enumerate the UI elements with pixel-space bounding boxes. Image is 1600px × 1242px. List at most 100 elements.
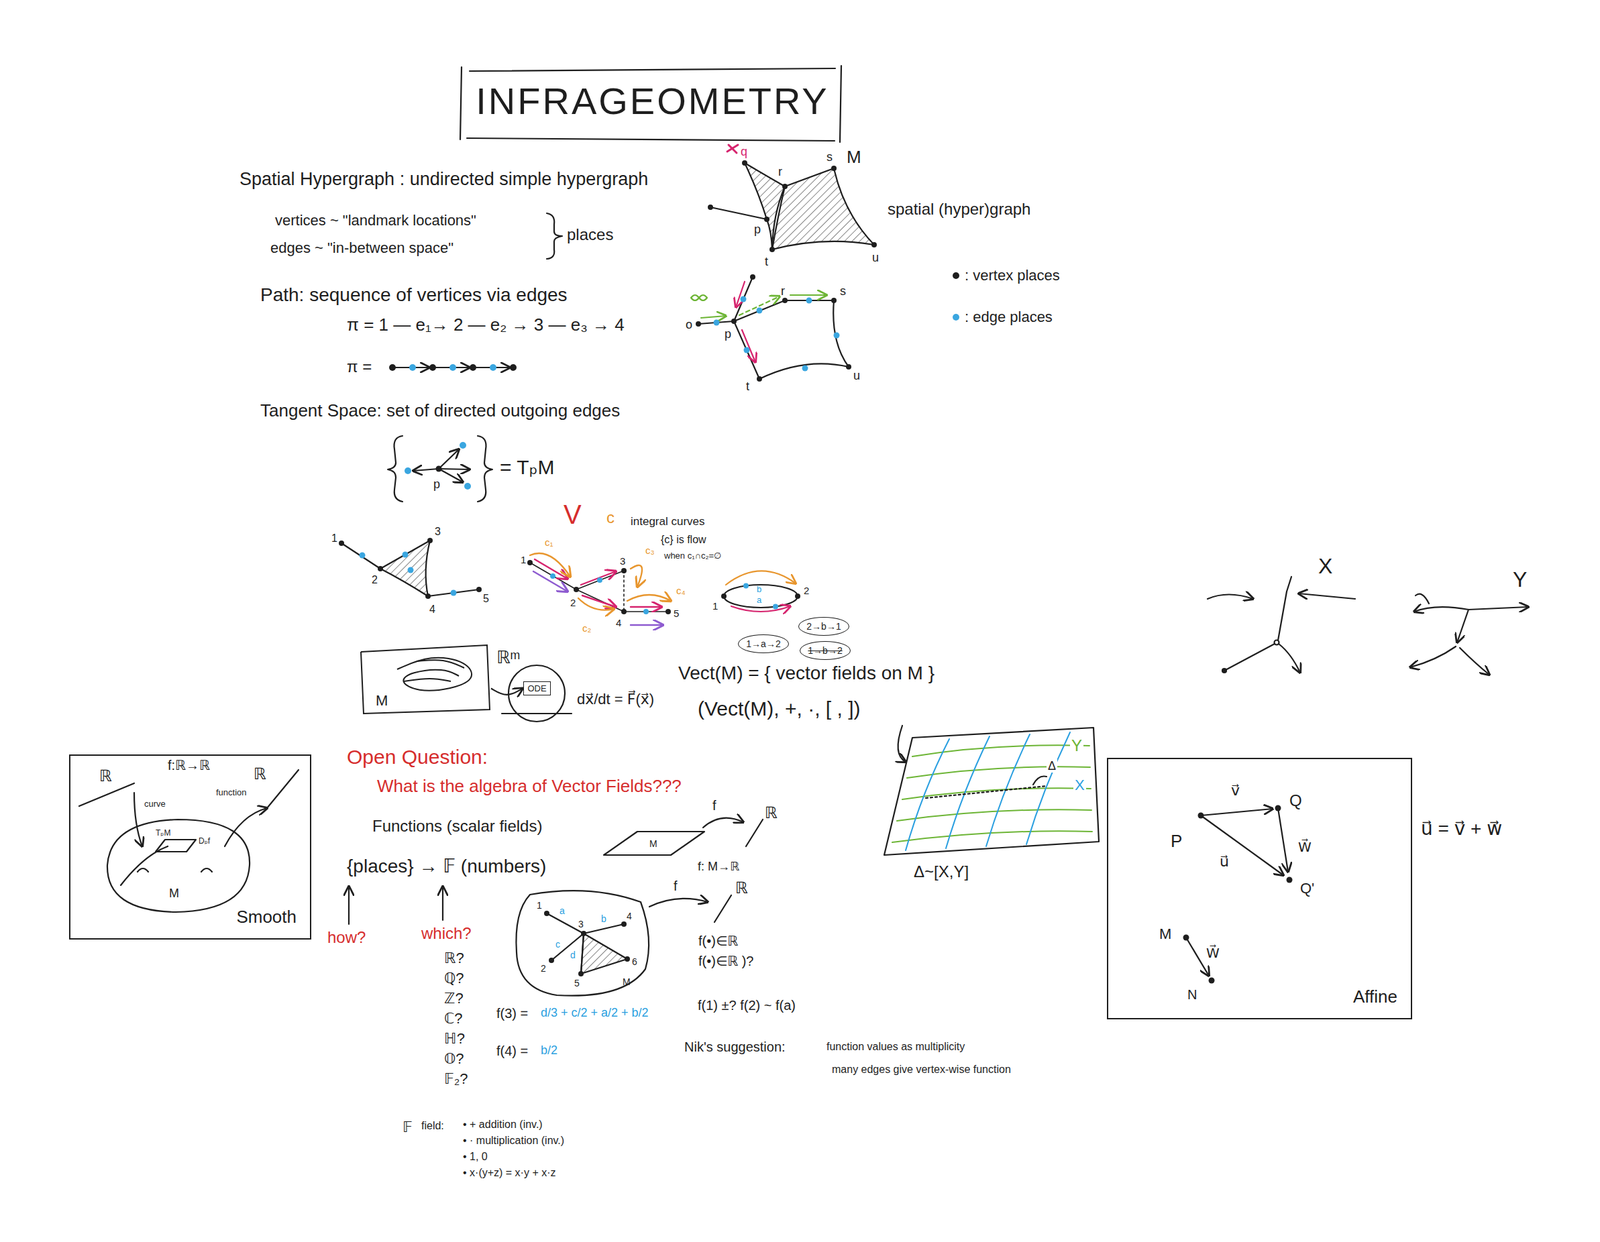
sketch-label: ℚ?: [444, 970, 465, 987]
sketch-label: Δ~[X,Y]: [913, 862, 969, 881]
state-circle: 2→b→1: [798, 617, 850, 636]
sketch-label-holder: vertices ~ "landmark locations": [275, 211, 477, 229]
path-chain: [389, 364, 517, 371]
sketch-label: f(1) ±? f(2) ~ f(a): [697, 998, 796, 1013]
sketch-label-holder: Q: [1289, 791, 1303, 811]
sketch-label: p: [433, 477, 441, 492]
sketch-label-holder: u⃗ = v⃗ + w⃗: [1420, 818, 1503, 840]
sketch-label: 2: [371, 574, 378, 586]
loop-graph: [731, 606, 791, 612]
legend-row: : vertex places: [952, 267, 1060, 285]
affine-sketch: [1198, 813, 1205, 820]
spatial-hypergraph: [769, 246, 775, 253]
star-x: [1207, 576, 1356, 673]
manifold-box: M: [356, 642, 492, 716]
sketch-label: 4: [626, 911, 632, 922]
small-hypergraph: [402, 552, 409, 559]
sketch-label-holder: • 1, 0: [462, 1151, 488, 1164]
sketch-label-holder: π = 1 — e₁→ 2 — e₂ → 3 — e₃ → 4: [346, 315, 625, 336]
flow-graph: [527, 560, 533, 566]
sketch-label: vertices ~ "landmark locations": [275, 211, 477, 229]
sketch-label: u: [853, 368, 861, 383]
sketch-label: Q': [1300, 880, 1315, 897]
sketch-label: Nik's suggestion:: [684, 1039, 786, 1055]
tangent-space-sketch: [459, 442, 467, 449]
sketch-label-holder: p: [433, 477, 441, 492]
graph-blob: [621, 921, 627, 928]
sketch-label: s: [826, 150, 833, 164]
sketch-label: c: [606, 508, 615, 527]
sketch-label-holder: places: [566, 225, 614, 245]
place-graph: [806, 297, 813, 304]
place-graph: [739, 296, 780, 316]
sketch-label: v⃗: [1231, 782, 1240, 799]
legend-row: : edge places: [952, 308, 1053, 327]
node-text: 1→b→2: [807, 645, 842, 657]
rm-sphere: [501, 713, 572, 715]
flow-graph: [550, 573, 556, 579]
path-chain: [409, 364, 416, 371]
place-graph: [743, 347, 751, 354]
graph-blob: [515, 890, 649, 997]
small-hypergraph: [377, 566, 384, 572]
place-graph: [713, 320, 720, 327]
sketch-label: f: [712, 798, 717, 814]
sketch-label-holder: function values as multiplicity: [826, 1041, 965, 1054]
sketch-label: q: [740, 144, 748, 159]
manifold-stroke: [397, 658, 472, 691]
sketch-label: f(•)∈ℝ: [698, 933, 738, 949]
sketch-label-holder: W⃗: [1206, 945, 1220, 962]
sketch-label: Y: [1070, 736, 1084, 755]
sketch-label: TₚM: [155, 828, 171, 838]
flow-graph: [643, 609, 649, 615]
sketch-label: Y: [1512, 567, 1527, 592]
node-text: 1→a→2: [745, 638, 781, 650]
sketch-label: 1: [712, 600, 718, 612]
sketch-label: ℍ?: [444, 1030, 465, 1048]
sketch-label-holder: Δ~[X,Y]: [913, 862, 969, 882]
tangent-space-sketch: [413, 468, 439, 471]
sketch-label-holder: ℤ?: [444, 990, 464, 1007]
sketch-label-holder: c₃: [645, 544, 655, 557]
graph-blob: [544, 911, 550, 917]
sketch-label: Dₚf: [198, 836, 210, 846]
sketch-label: 5: [574, 978, 580, 989]
title-text: INFRAGEOMETRY: [475, 79, 829, 123]
sketch-label-holder: ℚ?: [444, 970, 465, 987]
sketch-label-holder: π =: [346, 357, 372, 377]
sketch-label-holder: 2: [371, 574, 378, 587]
flow-graph: [630, 624, 663, 626]
sketch-label-holder: Spatial Hypergraph : undirected simple h…: [239, 169, 649, 190]
sketch-label-holder: u: [853, 368, 861, 384]
affine-sketch: [1183, 935, 1190, 942]
sketch-label-holder: dx⃗/dt = F⃗(x⃗): [576, 690, 655, 708]
sketch-label-holder: W⃗: [1298, 839, 1312, 856]
function-sketch: [348, 886, 350, 925]
sketch-label-holder: c₄: [676, 584, 686, 597]
sketch-label: {places} → 𝔽 (numbers): [346, 856, 547, 877]
sketch-label: 1: [331, 532, 338, 545]
sketch-label-holder: ℝ: [253, 764, 267, 784]
sketch-label: p: [754, 222, 761, 237]
star-y: [1459, 648, 1490, 675]
flow-graph: [578, 598, 614, 611]
loop-graph: [721, 570, 801, 612]
sketch-label: spatial (hyper)graph: [887, 199, 1031, 219]
flow-graph: [529, 562, 669, 612]
state-circle: 1→b→2: [799, 641, 851, 661]
place-graph: [735, 281, 745, 308]
star-x: [1222, 668, 1227, 673]
place-graph: [690, 274, 852, 382]
place-graph: [695, 321, 702, 327]
sketch-label: r: [778, 165, 783, 179]
sketch-label: 4: [429, 603, 436, 616]
sketch-label-holder: a: [559, 905, 565, 917]
smooth-sketch: [134, 792, 143, 847]
flow-graph: [529, 553, 571, 577]
sketch-label-holder: P: [1170, 831, 1183, 852]
sketch-label: ℝ: [99, 766, 113, 785]
star-y: [1468, 607, 1529, 610]
node-text: Smooth: [236, 907, 297, 928]
sketch-label-holder: u⃗: [1219, 853, 1230, 871]
graph-blob: [580, 931, 587, 937]
